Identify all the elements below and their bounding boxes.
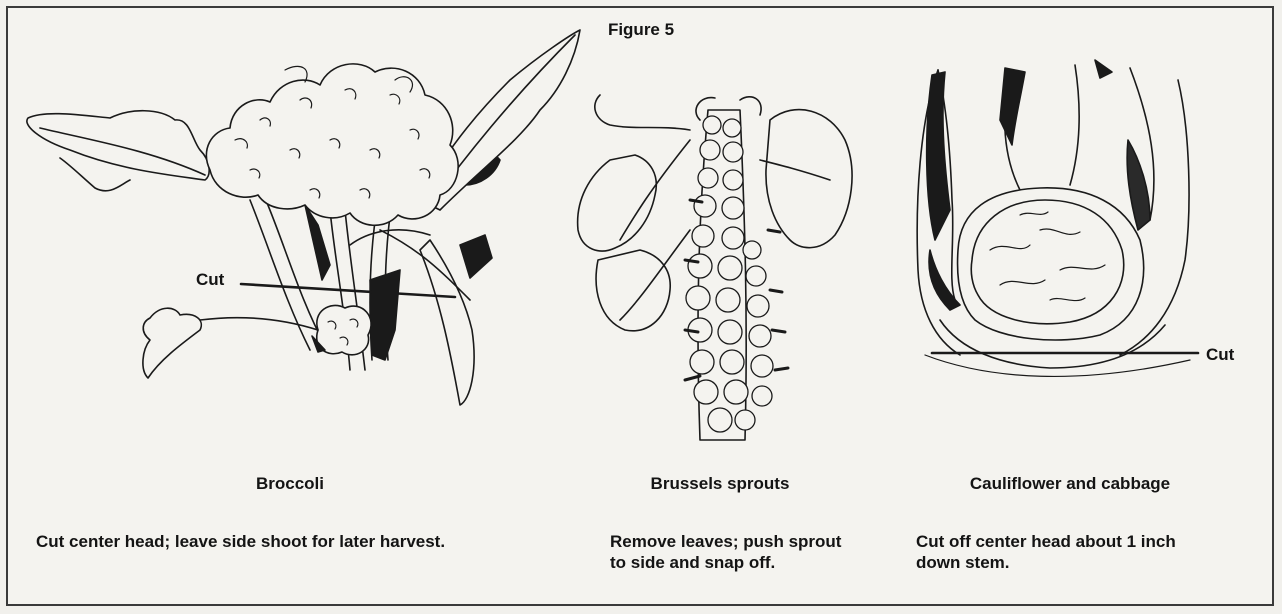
cauliflower-cabbage-illustration xyxy=(917,60,1198,376)
brussels-sprouts-description: Remove leaves; push sprout to side and s… xyxy=(610,531,850,573)
cauliflower-cut-label: Cut xyxy=(1206,345,1234,365)
broccoli-cut-label: Cut xyxy=(196,270,224,290)
brussels-sprouts-label: Brussels sprouts xyxy=(600,474,840,494)
cauliflower-cabbage-description: Cut off center head about 1 inch down st… xyxy=(916,531,1216,573)
broccoli-illustration xyxy=(27,30,580,405)
brussels-sprouts-illustration xyxy=(578,95,852,440)
cauliflower-cabbage-label: Cauliflower and cabbage xyxy=(920,474,1220,494)
broccoli-description: Cut center head; leave side shoot for la… xyxy=(36,531,516,552)
broccoli-label: Broccoli xyxy=(200,474,380,494)
